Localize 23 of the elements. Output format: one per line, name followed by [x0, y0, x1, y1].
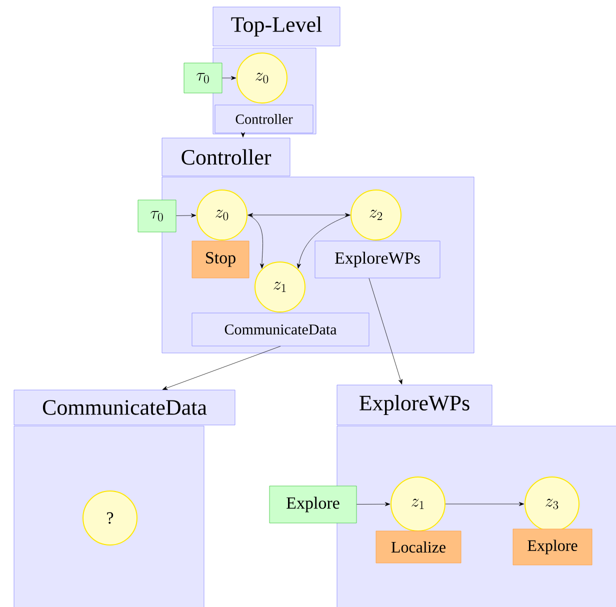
arrow: [368, 278, 402, 384]
arrow: [248, 213, 350, 217]
action-box: Localize: [376, 530, 462, 564]
arrow: [247, 214, 264, 269]
arrow: [176, 213, 196, 218]
initial-state-box: Explore: [269, 486, 357, 524]
arrow: [222, 76, 236, 80]
submachine-box: Controller: [214, 104, 314, 134]
arrow: [356, 502, 390, 506]
arrow: [162, 346, 281, 390]
panel-title: ExploreWPs: [336, 384, 492, 426]
submachine-box: CommunicateData: [192, 312, 370, 346]
panel-title: Top-Level: [212, 6, 340, 46]
initial-state-box: $\tau_0$: [138, 200, 176, 232]
arrow: [445, 502, 524, 506]
submachine-box: ExploreWPs: [314, 240, 440, 278]
panel-title: Controller: [162, 138, 290, 176]
panel-title: CommunicateData: [14, 390, 236, 426]
arrow: [297, 214, 351, 269]
initial-state-box: $\tau_0$: [184, 62, 222, 94]
action-box: Explore: [512, 528, 592, 566]
arrow: [241, 132, 245, 138]
action-box: Stop: [192, 240, 250, 278]
